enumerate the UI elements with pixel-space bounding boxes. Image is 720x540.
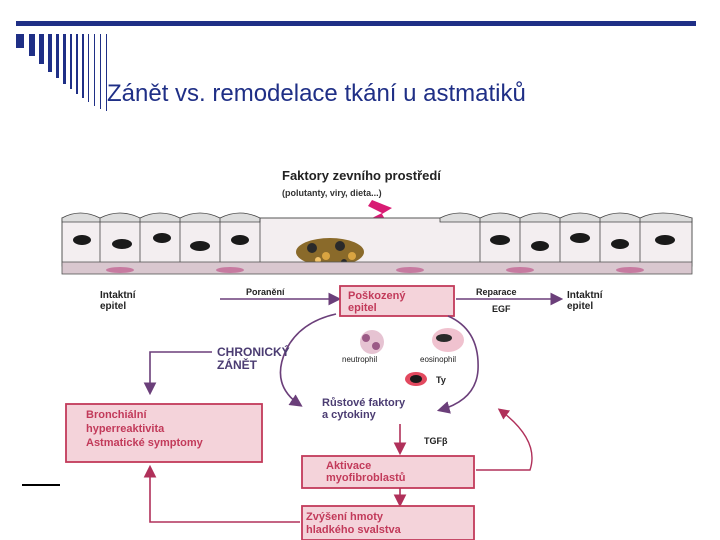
feedback-arrow-left bbox=[143, 464, 300, 523]
neutrophil-label: neutrophil bbox=[342, 355, 377, 364]
eosinophil-icon bbox=[432, 328, 464, 352]
damaged-epithelium-label: Poškozený epitel bbox=[348, 290, 409, 314]
intact-epithelium-right: Intaktní epitel bbox=[567, 290, 605, 312]
header-rule bbox=[16, 21, 696, 26]
symptoms-label: Bronchiální hyperreaktivita Astmatické s… bbox=[86, 409, 204, 449]
chronic-inflammation-label: CHRONICKÝ ZÁNĚT bbox=[217, 344, 293, 372]
symptoms-box bbox=[65, 403, 263, 463]
environment-subtitle: (polutanty, viry, dieta...) bbox=[282, 188, 382, 198]
smooth-muscle-label: Zvýšení hmoty hladkého svalstva bbox=[306, 511, 402, 536]
myofibroblast-activation-box bbox=[301, 455, 475, 489]
epithelium-illustration bbox=[61, 212, 693, 275]
footer-rule bbox=[22, 484, 60, 486]
slide-title: Zánět vs. remodelace tkání u astmatiků bbox=[107, 80, 526, 107]
repair-label: Reparace bbox=[476, 287, 517, 297]
loop-arrow-left bbox=[279, 313, 337, 407]
th-cell-icon bbox=[405, 372, 427, 386]
chronic-arrow bbox=[143, 351, 212, 396]
smooth-muscle-box bbox=[301, 505, 475, 540]
intact-epithelium-left: Intaktní epitel bbox=[100, 290, 138, 312]
myofibroblast-activation-label: Aktivace myofibroblastů bbox=[326, 460, 405, 484]
tgf-label: TGFβ bbox=[424, 436, 448, 446]
damaged-cell-cluster bbox=[296, 238, 364, 266]
th-label: Ty bbox=[436, 375, 446, 385]
feedback-arrow-right bbox=[476, 408, 533, 471]
egf-label: EGF bbox=[492, 304, 511, 314]
growth-factors-label: Růstové faktory a cytokiny bbox=[322, 397, 408, 421]
eosinophil-label: eosinophil bbox=[420, 355, 456, 364]
environment-title: Faktory zevního prostředí bbox=[282, 168, 441, 183]
neutrophil-icon bbox=[360, 330, 384, 354]
injury-label: Poranění bbox=[246, 287, 285, 297]
damaged-epithelium-box bbox=[339, 285, 455, 317]
loop-arrow-right bbox=[436, 315, 479, 414]
